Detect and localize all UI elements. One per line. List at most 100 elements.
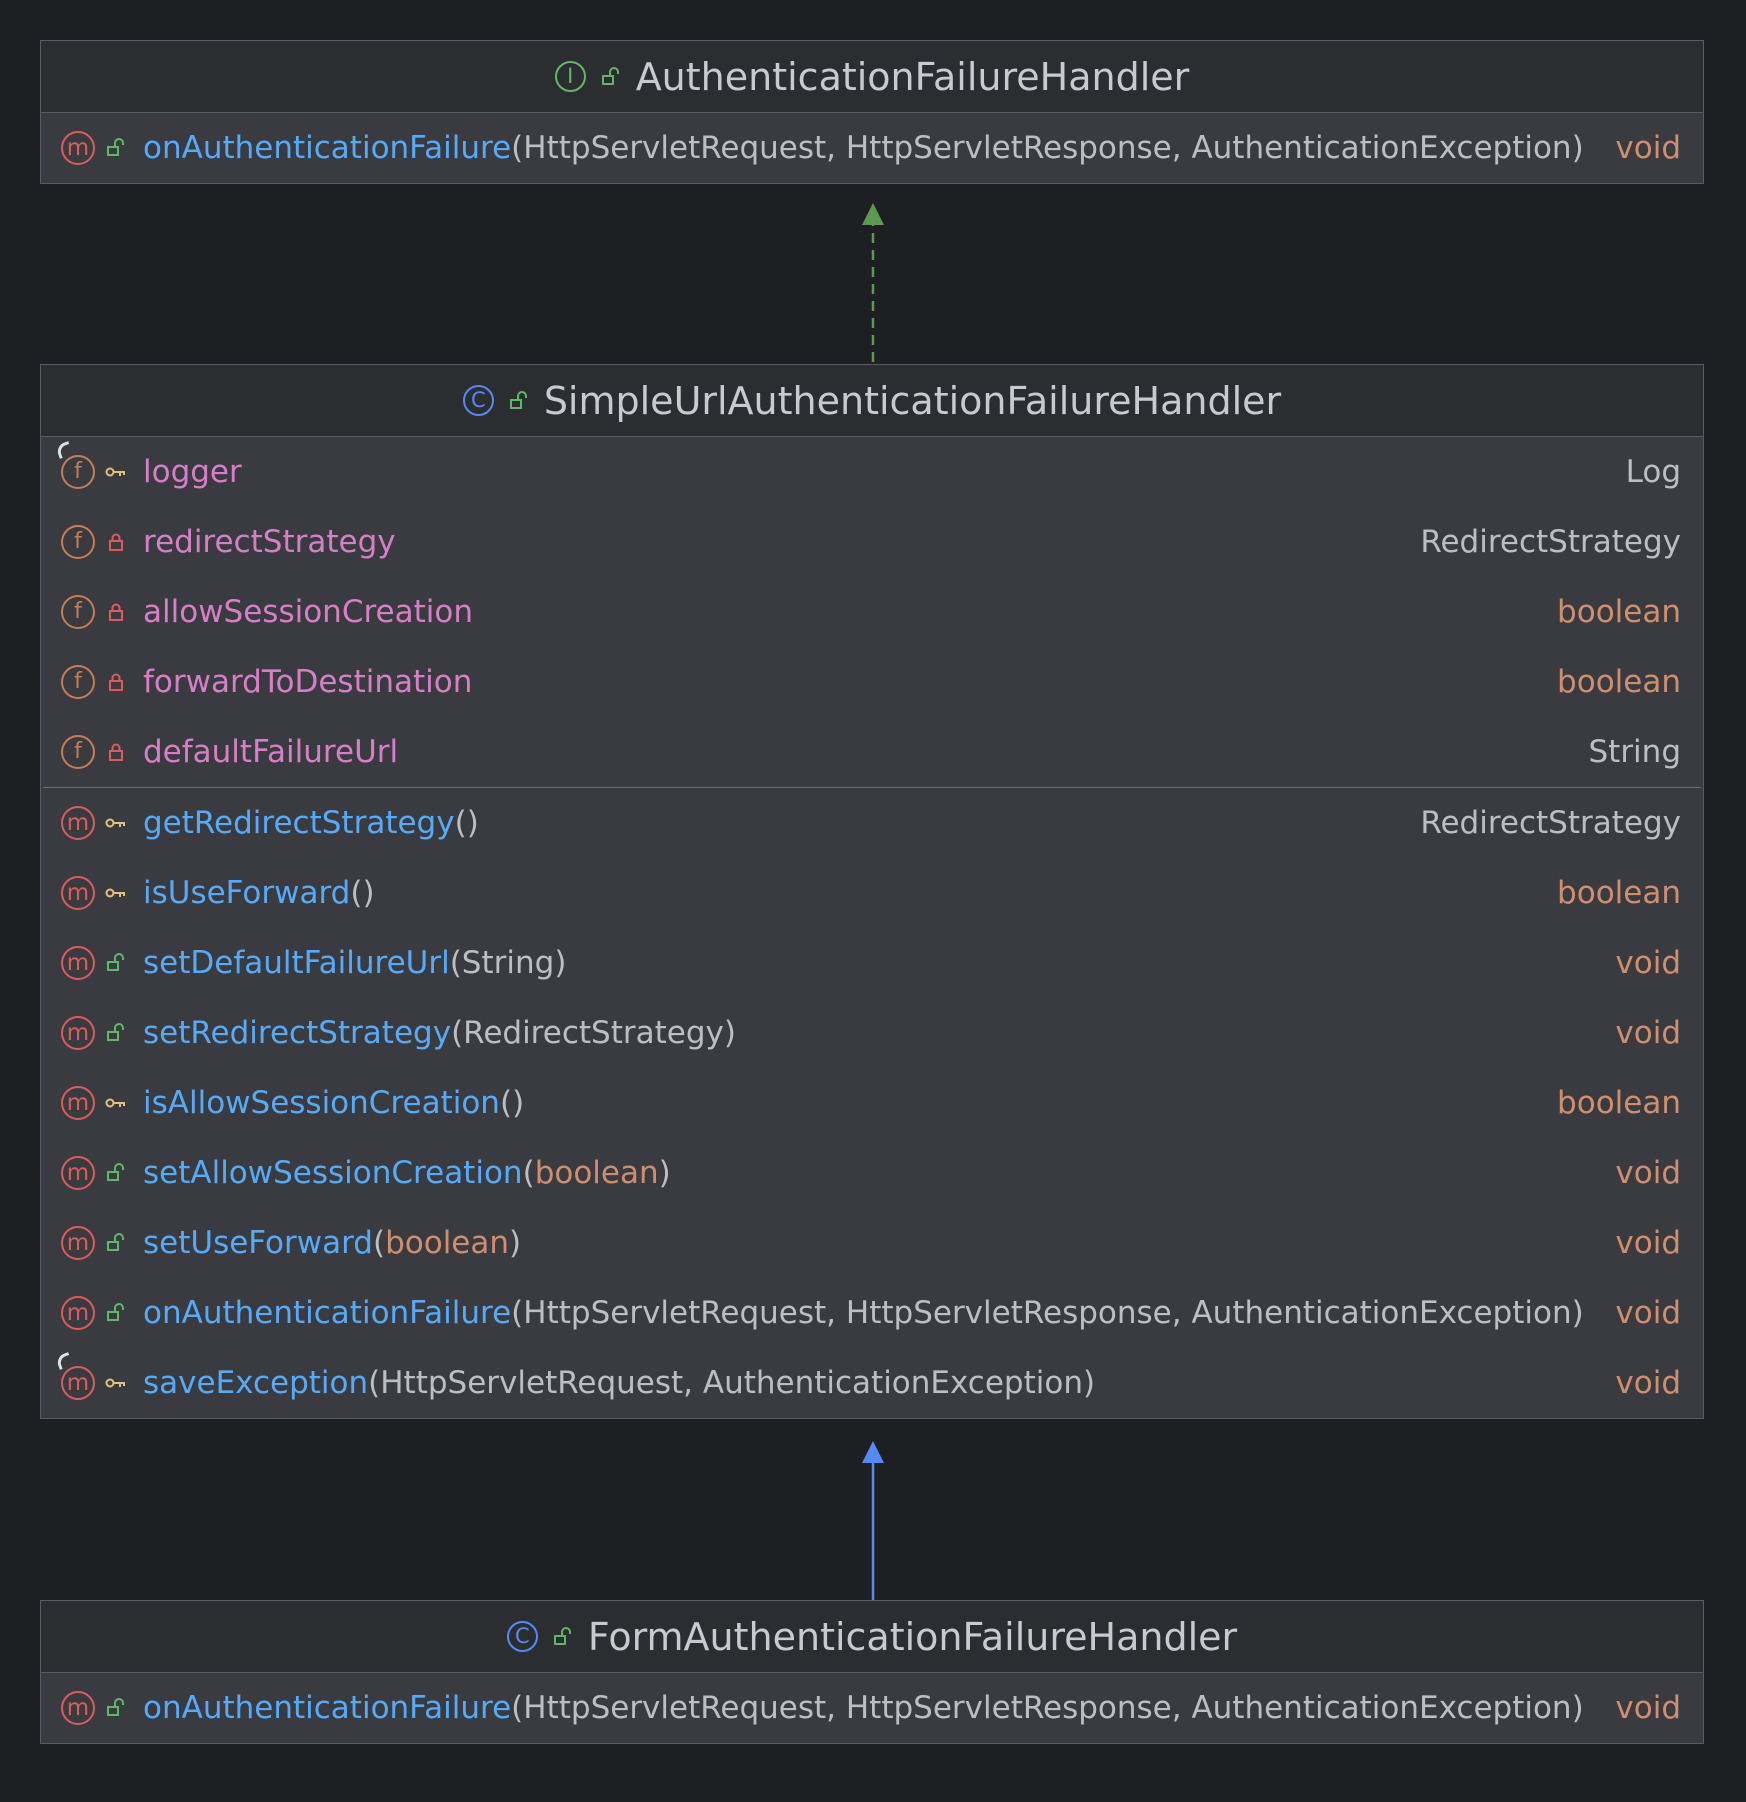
class-icon: C	[506, 1621, 538, 1652]
method-name: setRedirectStrategy	[143, 1015, 452, 1051]
method-row-setUseForward[interactable]: m setUseForward(boolean) void	[41, 1208, 1703, 1278]
method-icon: m	[61, 1366, 95, 1400]
paren-close: )	[1571, 1295, 1584, 1331]
interface-authentication-failure-handler[interactable]: I AuthenticationFailureHandler m onAuthe…	[40, 40, 1704, 184]
paren-open: (	[451, 1015, 464, 1051]
method-name: isUseForward	[143, 875, 351, 911]
method-param: boolean	[534, 1155, 659, 1191]
class-icon: C	[462, 385, 494, 416]
method-row-onAuthenticationFailure[interactable]: m onAuthenticationFailure(HttpServletReq…	[41, 1278, 1703, 1348]
method-icon: m	[61, 1016, 95, 1050]
return-type: boolean	[1557, 1085, 1681, 1121]
method-name: onAuthenticationFailure	[143, 130, 512, 166]
method-icon: m	[61, 131, 95, 165]
field-row-allowSessionCreation[interactable]: f allowSessionCreation boolean	[41, 577, 1703, 647]
paren-open: (	[454, 805, 467, 841]
box-header: C FormAuthenticationFailureHandler	[41, 1601, 1703, 1673]
field-icon: f	[61, 735, 95, 769]
class-simple-url-authentication-failure-handler[interactable]: C SimpleUrlAuthenticationFailureHandler …	[40, 364, 1704, 1419]
method-param: HttpServletRequest, AuthenticationExcept…	[380, 1365, 1083, 1401]
method-params: (HttpServletRequest, HttpServletResponse…	[511, 1690, 1584, 1726]
protected-key-icon	[105, 1372, 127, 1394]
return-type: void	[1615, 1295, 1681, 1331]
field-name: allowSessionCreation	[143, 594, 473, 630]
paren-open: (	[350, 875, 363, 911]
field-icon: f	[61, 455, 95, 489]
method-row-setRedirectStrategy[interactable]: m setRedirectStrategy(RedirectStrategy) …	[41, 998, 1703, 1068]
interface-icon: I	[554, 61, 586, 92]
private-lock-icon	[105, 741, 127, 763]
paren-close: )	[554, 945, 567, 981]
class-form-authentication-failure-handler[interactable]: C FormAuthenticationFailureHandler m onA…	[40, 1600, 1704, 1744]
method-name: setAllowSessionCreation	[143, 1155, 523, 1191]
interface-title: AuthenticationFailureHandler	[635, 54, 1190, 99]
box-header: I AuthenticationFailureHandler	[41, 41, 1703, 113]
method-param: boolean	[385, 1225, 510, 1261]
return-type: void	[1615, 945, 1681, 981]
paren-open: (	[522, 1155, 535, 1191]
field-icon: f	[61, 665, 95, 699]
method-icon: m	[61, 1086, 95, 1120]
return-type: void	[1615, 1225, 1681, 1261]
private-lock-icon	[105, 601, 127, 623]
protected-key-icon	[105, 461, 127, 483]
public-unlock-icon	[105, 137, 127, 159]
paren-open: (	[368, 1365, 381, 1401]
method-row-isUseForward[interactable]: m isUseForward() boolean	[41, 858, 1703, 928]
method-name: onAuthenticationFailure	[143, 1295, 512, 1331]
return-type: void	[1615, 1365, 1681, 1401]
method-name: saveException	[143, 1365, 369, 1401]
private-lock-icon	[105, 671, 127, 693]
method-icon: m	[61, 1691, 95, 1725]
method-row-isAllowSessionCreation[interactable]: m isAllowSessionCreation() boolean	[41, 1068, 1703, 1138]
method-row-getRedirectStrategy[interactable]: m getRedirectStrategy() RedirectStrategy	[41, 788, 1703, 858]
paren-open: (	[499, 1085, 513, 1121]
field-row-forwardToDestination[interactable]: f forwardToDestination boolean	[41, 647, 1703, 717]
method-icon: m	[61, 806, 95, 840]
public-unlock-icon	[508, 390, 530, 412]
method-icon: m	[61, 1226, 95, 1260]
class-title: FormAuthenticationFailureHandler	[587, 1614, 1238, 1659]
method-name: isAllowSessionCreation	[143, 1085, 500, 1121]
return-type: void	[1615, 1690, 1681, 1726]
field-type: boolean	[1557, 594, 1681, 630]
field-type: boolean	[1557, 664, 1681, 700]
method-param: RedirectStrategy	[463, 1015, 724, 1051]
field-type: RedirectStrategy	[1420, 524, 1681, 560]
method-row-onAuthenticationFailure[interactable]: m onAuthenticationFailure(HttpServletReq…	[41, 113, 1703, 183]
method-row-setAllowSessionCreation[interactable]: m setAllowSessionCreation(boolean) void	[41, 1138, 1703, 1208]
method-icon: m	[61, 1156, 95, 1190]
fields-methods-divider	[43, 787, 1701, 788]
return-type: RedirectStrategy	[1420, 805, 1681, 841]
paren-close: )	[509, 1225, 522, 1261]
protected-key-icon	[105, 812, 127, 834]
paren-close: )	[723, 1015, 736, 1051]
field-row-defaultFailureUrl[interactable]: f defaultFailureUrl String	[41, 717, 1703, 787]
paren-close: )	[466, 805, 479, 841]
field-row-logger[interactable]: f logger Log	[41, 437, 1703, 507]
return-type: boolean	[1557, 875, 1681, 911]
method-row-onAuthenticationFailure[interactable]: m onAuthenticationFailure(HttpServletReq…	[41, 1673, 1703, 1743]
paren-open: (	[372, 1225, 386, 1261]
method-icon: m	[61, 876, 95, 910]
class-title: SimpleUrlAuthenticationFailureHandler	[543, 378, 1282, 423]
public-unlock-icon	[552, 1626, 574, 1648]
field-row-redirectStrategy[interactable]: f redirectStrategy RedirectStrategy	[41, 507, 1703, 577]
protected-key-icon	[105, 1092, 127, 1114]
method-row-saveException[interactable]: m saveException(HttpServletRequest, Auth…	[41, 1348, 1703, 1418]
paren-close: )	[658, 1155, 671, 1191]
public-unlock-icon	[105, 1022, 127, 1044]
method-row-setDefaultFailureUrl[interactable]: m setDefaultFailureUrl(String) void	[41, 928, 1703, 998]
field-type: String	[1588, 734, 1681, 770]
public-unlock-icon	[105, 952, 127, 974]
method-name: getRedirectStrategy	[143, 805, 455, 841]
public-unlock-icon	[600, 66, 622, 88]
method-param: HttpServletRequest, HttpServletResponse,…	[523, 1295, 1572, 1331]
return-type: void	[1615, 130, 1681, 166]
field-name: forwardToDestination	[143, 664, 473, 700]
generalization-arrowhead	[862, 1441, 884, 1463]
field-icon: f	[61, 595, 95, 629]
public-unlock-icon	[105, 1232, 127, 1254]
box-header: C SimpleUrlAuthenticationFailureHandler	[41, 365, 1703, 437]
